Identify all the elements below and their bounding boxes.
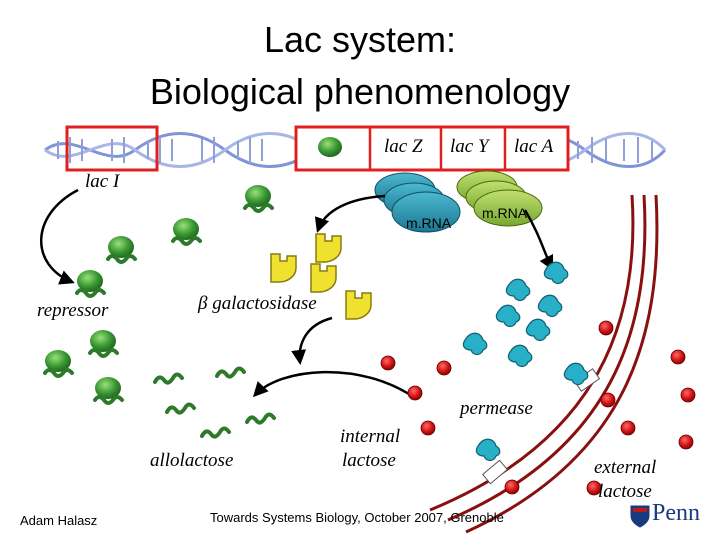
repressor-label: repressor (37, 300, 109, 321)
lac-i-gene-box (65, 125, 159, 172)
internal-lactose-label-line-2: lactose (342, 450, 396, 471)
bound-repressor (318, 137, 342, 157)
mrna-green-stack (456, 170, 543, 227)
conference-footer: Towards Systems Biology, October 2007, G… (210, 510, 504, 525)
arrow-lactose-to-allolactose (252, 370, 416, 400)
mrna-blue-stack (374, 172, 461, 233)
external-lactose-label-line-2: lactose (598, 481, 652, 502)
permease-label: permease (460, 398, 533, 419)
lac-i-label: lac I (85, 171, 120, 192)
allolactose-molecules (153, 366, 276, 439)
author-footer: Adam Halasz (20, 513, 98, 528)
arrow-mrna-to-permease (523, 209, 554, 271)
arrow-lac-i-to-repressor (40, 188, 79, 285)
permease-proteins (462, 261, 589, 462)
beta-galactosidase-label: β galactosidase (198, 293, 317, 314)
lac-y-label: lac Y (450, 136, 489, 157)
operon-gene-box (294, 125, 570, 172)
lac-z-label: lac Z (384, 136, 423, 157)
lac-a-label: lac A (514, 136, 554, 157)
penn-logo-text: Penn (652, 500, 700, 526)
slide-title-line-2: Biological phenomenology (149, 71, 571, 112)
slide-title-line-1: Lac system: (263, 19, 457, 60)
arrow-mrna-to-galactosidase (314, 194, 386, 233)
allolactose-label: allolactose (150, 450, 234, 471)
mrna-green-label: m.RNA (482, 205, 528, 221)
membrane-channels (482, 368, 601, 485)
external-lactose-label-line-1: external (594, 457, 657, 478)
mrna-blue-label: m.RNA (406, 215, 452, 231)
arrow-galactosidase-down (291, 316, 333, 365)
penn-logo-shield (630, 505, 650, 528)
internal-lactose-label-line-1: internal (340, 426, 401, 447)
